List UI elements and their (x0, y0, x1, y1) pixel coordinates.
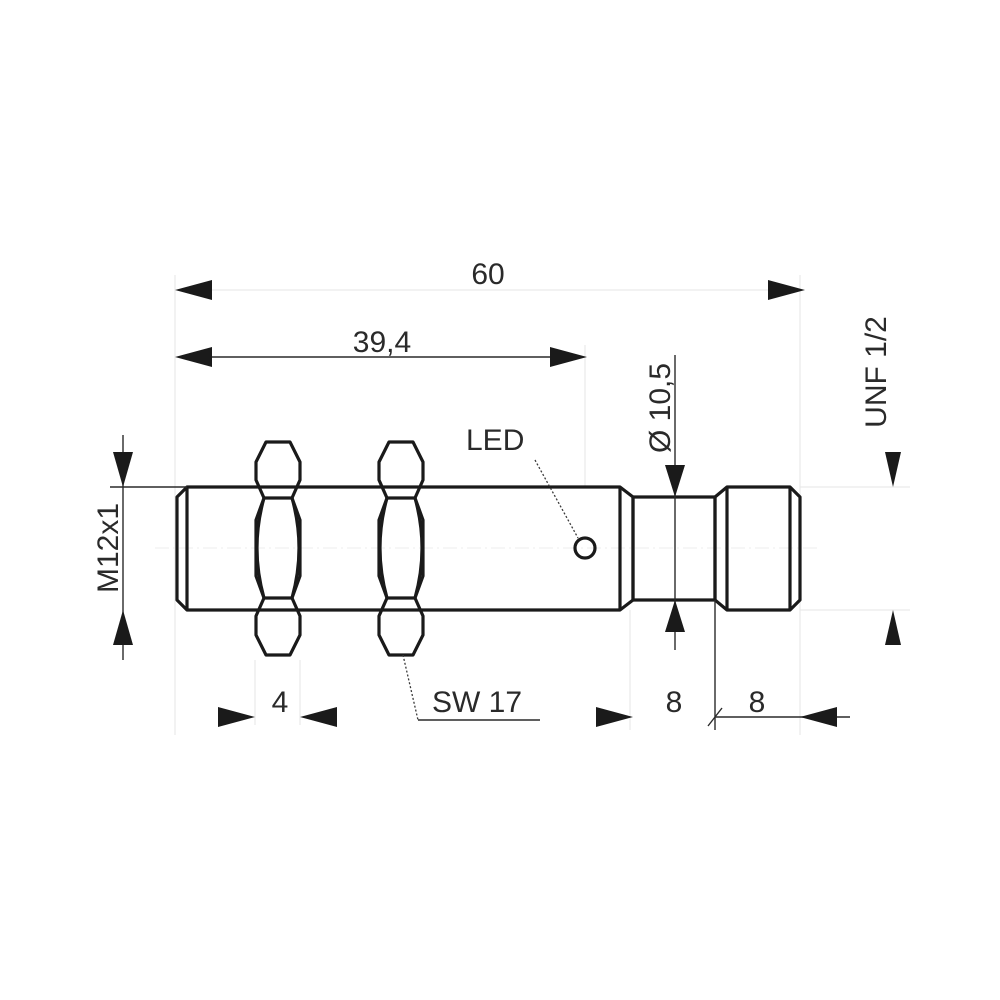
led-circle (573, 536, 597, 560)
dim-connector-length: 8 (715, 686, 850, 727)
dim-unf-label: UNF 1/2 (860, 316, 893, 428)
dim-thread-size: M12x1 (92, 435, 187, 660)
dim-threaded-length: 39,4 (175, 326, 587, 367)
dim-10-5-arrow-bottom (665, 600, 685, 632)
dim-39-4-arrow-left (175, 347, 212, 367)
led-leader-line (534, 459, 579, 539)
dim-8b-label: 8 (749, 686, 766, 719)
dim-m12-arrow-bottom (113, 610, 133, 645)
dim-60-arrow-left (175, 280, 212, 300)
extension-lines (174, 275, 910, 735)
dim-10-5-label: Ø 10,5 (644, 363, 677, 453)
dim-connector-thread: UNF 1/2 (860, 316, 901, 645)
dim-neck-length: 8 (596, 600, 723, 730)
led-label: LED (466, 424, 524, 457)
dim-unf-arrow-bottom (885, 610, 901, 645)
nut-1-arc-right (290, 497, 301, 599)
dim-wrench-size: SW 17 (402, 654, 540, 721)
dim-10-5-arrow-top (665, 465, 685, 497)
dim-4-arrow-left (218, 707, 255, 727)
dim-8a-label: 8 (666, 686, 683, 719)
lock-nut-1 (254, 440, 302, 657)
dim-39-4-label: 39,4 (353, 326, 411, 359)
sw-label: SW 17 (432, 686, 522, 719)
dim-39-4-arrow-right (550, 347, 587, 367)
nut-2-arc-right (413, 497, 424, 599)
nut-1-arc-left (255, 497, 266, 599)
dim-60-label: 60 (471, 258, 504, 291)
sw-leader-line (402, 654, 419, 721)
dim-8a-arrow-left (596, 707, 633, 727)
dim-nut-width: 4 (218, 686, 337, 727)
dim-m12-arrow-top (113, 452, 133, 487)
dim-neck-diameter: Ø 10,5 (644, 355, 685, 650)
dim-overall-length: 60 (175, 258, 805, 300)
dim-60-arrow-right (768, 280, 805, 300)
dim-m12-label: M12x1 (92, 503, 125, 593)
nut-2-arc-left (378, 497, 389, 599)
dim-8b-arrow-right (800, 707, 837, 727)
connector-thread (713, 485, 802, 612)
connector-outline (713, 485, 802, 612)
threaded-body (175, 485, 635, 612)
led-indicator: LED (466, 424, 597, 560)
dim-4-arrow-right (300, 707, 337, 727)
dim-4-label: 4 (272, 686, 289, 719)
dim-unf-arrow-top (885, 452, 901, 487)
lock-nut-2 (377, 440, 425, 657)
